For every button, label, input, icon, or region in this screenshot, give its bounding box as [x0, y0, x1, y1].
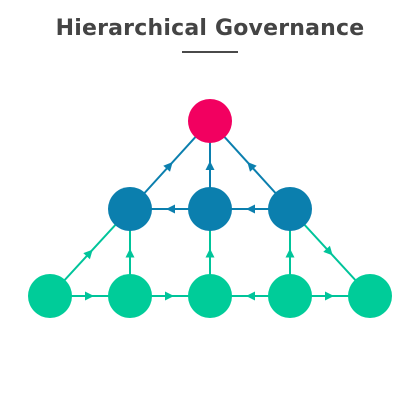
- arrowhead-m3-b5: [323, 245, 333, 256]
- arrowhead-b4-b5: [325, 291, 334, 301]
- title-underline: [182, 51, 238, 53]
- bottom-node-3: [188, 274, 232, 318]
- arrowhead-m1-top: [163, 162, 173, 172]
- arrowhead-b4-b3: [246, 291, 255, 301]
- middle-node-2: [188, 187, 232, 231]
- arrowhead-b2-b3: [165, 291, 174, 301]
- arrowhead-m2-m1: [166, 204, 175, 214]
- top-node: [188, 99, 232, 143]
- bottom-node-1: [28, 274, 72, 318]
- bottom-node-2: [108, 274, 152, 318]
- middle-node-1: [108, 187, 152, 231]
- arrowhead-m3-top: [247, 162, 257, 172]
- arrowhead-b4-m3: [285, 248, 295, 258]
- arrowhead-b2-m1: [125, 248, 135, 258]
- arrowhead-m2-top: [205, 161, 215, 170]
- page-title: Hierarchical Governance: [55, 16, 365, 41]
- arrowhead-b1-m1: [83, 249, 93, 260]
- middle-node-3: [268, 187, 312, 231]
- arrowhead-b3-m2: [205, 248, 215, 258]
- arrowhead-m3-m2: [246, 204, 255, 214]
- bottom-node-5: [348, 274, 392, 318]
- arrowhead-b1-b2: [85, 291, 94, 301]
- bottom-node-4: [268, 274, 312, 318]
